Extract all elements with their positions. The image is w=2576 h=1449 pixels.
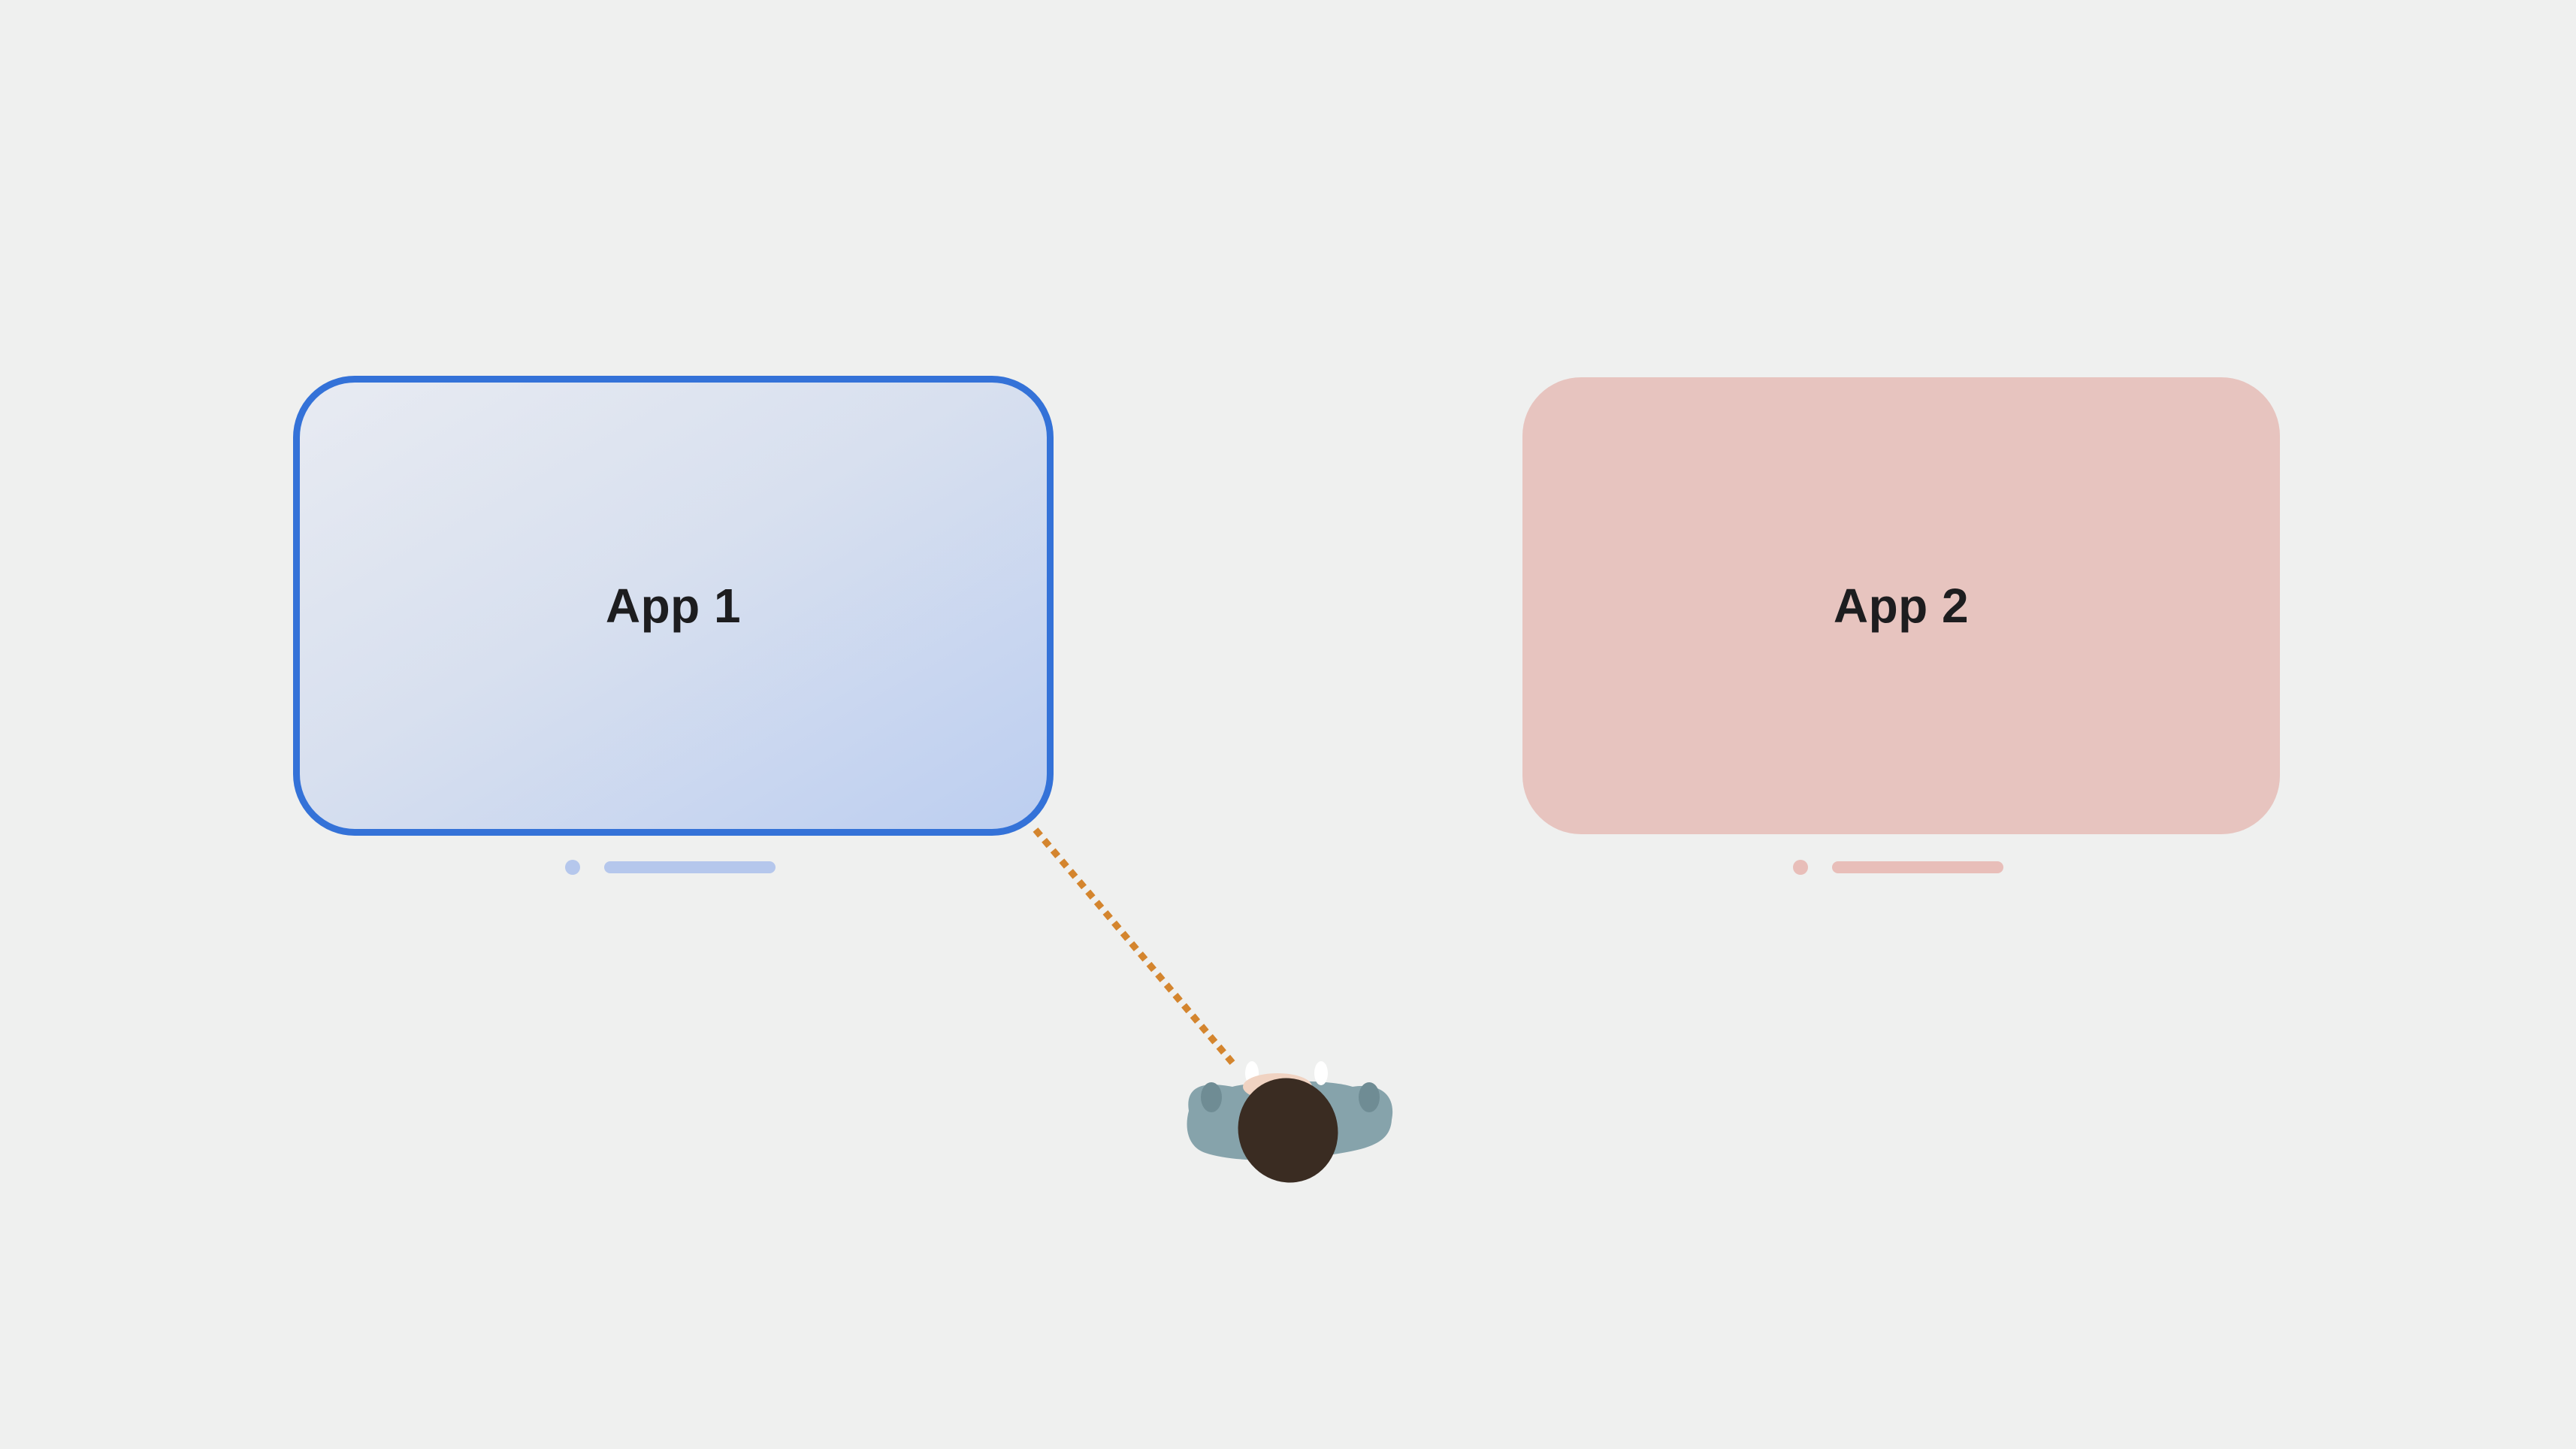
- app-1-window-bar[interactable]: [565, 860, 776, 875]
- person-right-arm: [1359, 1082, 1380, 1112]
- person-left-arm: [1201, 1082, 1222, 1112]
- person-head: [1238, 1078, 1338, 1183]
- app-2-window[interactable]: App 2: [1522, 377, 2280, 834]
- app-2-window-bar[interactable]: [1793, 860, 2003, 875]
- app-2-close-dot[interactable]: [1793, 860, 1808, 875]
- gaze-line: [1033, 827, 1235, 1065]
- app-1-title: App 1: [605, 579, 742, 633]
- app-1-window[interactable]: App 1: [293, 376, 1054, 836]
- person-top-view-icon: [1187, 1061, 1393, 1183]
- app-1-grabber-bar[interactable]: [604, 861, 776, 873]
- person-right-hand: [1314, 1061, 1328, 1085]
- app-2-title: App 2: [1833, 579, 1970, 633]
- app-1-close-dot[interactable]: [565, 860, 580, 875]
- app-2-grabber-bar[interactable]: [1832, 861, 2003, 873]
